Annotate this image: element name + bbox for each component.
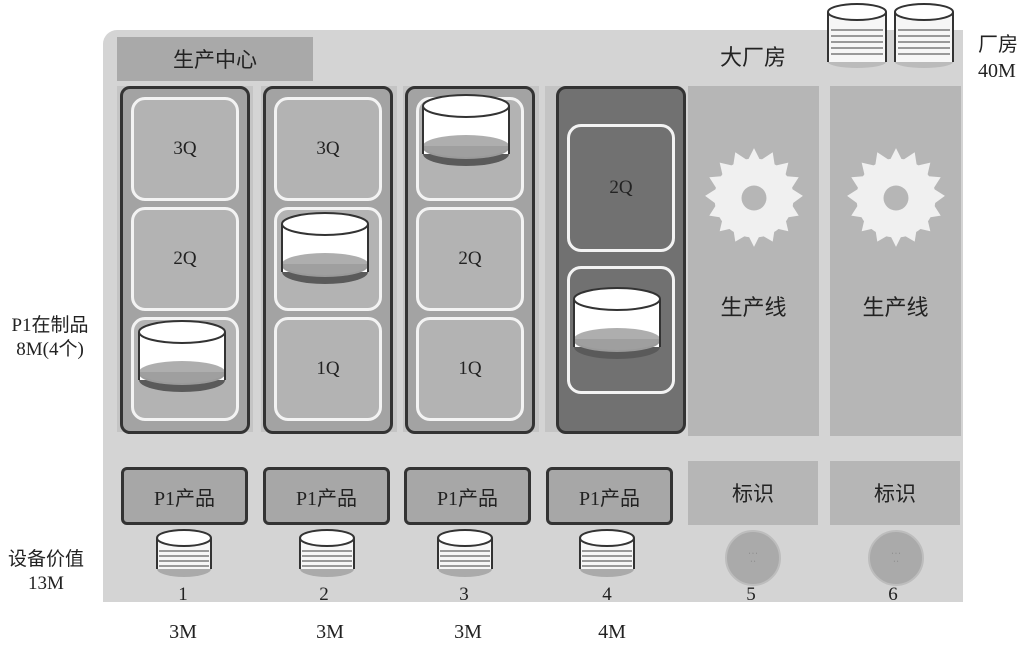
- equipment-coin-icon: [298, 527, 356, 581]
- line-number-2: 2: [309, 584, 339, 606]
- stamp-icon: · · ·· ·: [725, 530, 781, 586]
- line-price-4: 4M: [587, 621, 637, 644]
- stamp-icon: · · ·· ·: [868, 530, 924, 586]
- wip-coin-icon: [280, 212, 370, 286]
- factory-value: 40M: [978, 58, 1018, 84]
- slot-1-1: 3Q: [131, 97, 239, 201]
- equipment-coin-icon: [578, 527, 636, 581]
- slot-4-1: 2Q: [567, 124, 675, 252]
- slot-3-3: 1Q: [416, 317, 524, 421]
- saw-blade-icon: [702, 146, 806, 250]
- line-price-2: 3M: [305, 621, 355, 644]
- wip-value: 8M(4个): [0, 338, 100, 362]
- wip-block: P1在制品 8M(4个): [0, 314, 100, 362]
- equipment-block: 设备价值 13M: [0, 548, 92, 596]
- coin-stack-icon: [893, 2, 955, 68]
- saw-blade-icon: [844, 146, 948, 250]
- line-number-4: 4: [592, 584, 622, 606]
- line-number-3: 3: [449, 584, 479, 606]
- equipment-coin-icon: [436, 527, 494, 581]
- factory-value-block: 厂房 40M: [978, 32, 1018, 84]
- equipment-value: 13M: [0, 572, 92, 596]
- wip-coin-icon: [421, 94, 511, 168]
- equipment-label: 设备价值: [0, 548, 92, 572]
- mark-box-5: 标识: [688, 461, 818, 525]
- line-price-1: 3M: [158, 621, 208, 644]
- line-price-3: 3M: [443, 621, 493, 644]
- wip-label: P1在制品: [0, 314, 100, 338]
- product-box-1: P1产品: [121, 467, 248, 525]
- product-box-4: P1产品: [546, 467, 673, 525]
- wip-coin-icon: [572, 287, 662, 361]
- wip-coin-icon: [137, 320, 227, 394]
- product-box-3: P1产品: [404, 467, 531, 525]
- line-number-5: 5: [736, 584, 766, 606]
- product-box-2: P1产品: [263, 467, 390, 525]
- slot-1-2: 2Q: [131, 207, 239, 311]
- line-number-6: 6: [878, 584, 908, 606]
- mark-box-6: 标识: [830, 461, 960, 525]
- production-center-label: 生产中心: [117, 37, 313, 81]
- slot-3-2: 2Q: [416, 207, 524, 311]
- factory-label: 大厂房: [720, 40, 786, 72]
- slot-2-3: 1Q: [274, 317, 382, 421]
- line-label-6: 生产线: [862, 290, 928, 322]
- production-line-6: 生产线: [830, 86, 961, 436]
- line-label-5: 生产线: [720, 290, 786, 322]
- coin-stack-icon: [826, 2, 888, 68]
- line-number-1: 1: [168, 584, 198, 606]
- equipment-coin-icon: [155, 527, 213, 581]
- slot-2-1: 3Q: [274, 97, 382, 201]
- factory-side-label: 厂房: [978, 32, 1018, 58]
- production-line-5: 生产线: [688, 86, 819, 436]
